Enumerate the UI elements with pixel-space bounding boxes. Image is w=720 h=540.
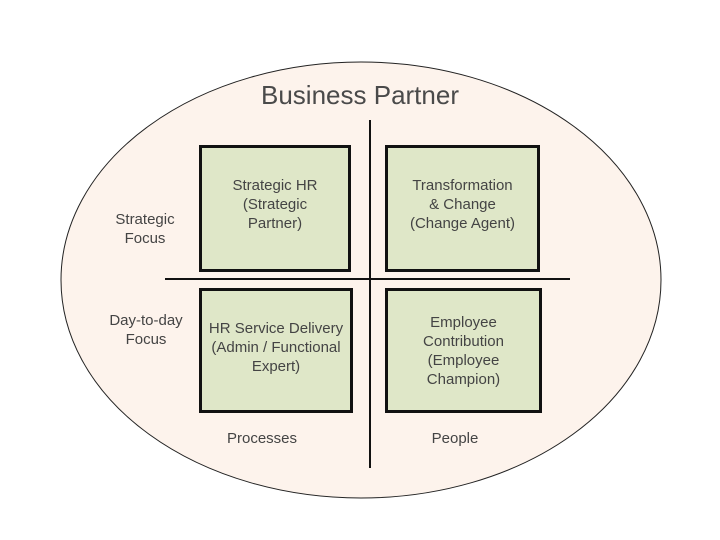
quadrant-strategic-hr: Strategic HR (Strategic Partner): [199, 145, 351, 272]
row-label-strategic-focus: Strategic Focus: [115, 211, 175, 247]
quadrant-hr-service-delivery: HR Service Delivery (Admin / Functional …: [199, 288, 353, 413]
quadrant-strategic-hr-label: Strategic HR (Strategic Partner): [232, 177, 318, 232]
quadrant-employee-contribution-label: Employee Contribution (Employee Champion…: [423, 314, 504, 388]
quadrant-hr-service-delivery-label: HR Service Delivery (Admin / Functional …: [208, 320, 344, 375]
column-label-processes: Processes: [226, 430, 298, 447]
column-label-people: People: [431, 430, 479, 447]
quadrant-transformation-change-label: Transformation & Change (Change Agent): [409, 177, 516, 232]
quadrant-employee-contribution: Employee Contribution (Employee Champion…: [385, 288, 542, 413]
row-label-day-to-day-focus: Day-to-day Focus: [109, 312, 183, 348]
diagram-title: Business Partner: [261, 80, 459, 110]
quadrant-transformation-change: Transformation & Change (Change Agent): [385, 145, 540, 272]
